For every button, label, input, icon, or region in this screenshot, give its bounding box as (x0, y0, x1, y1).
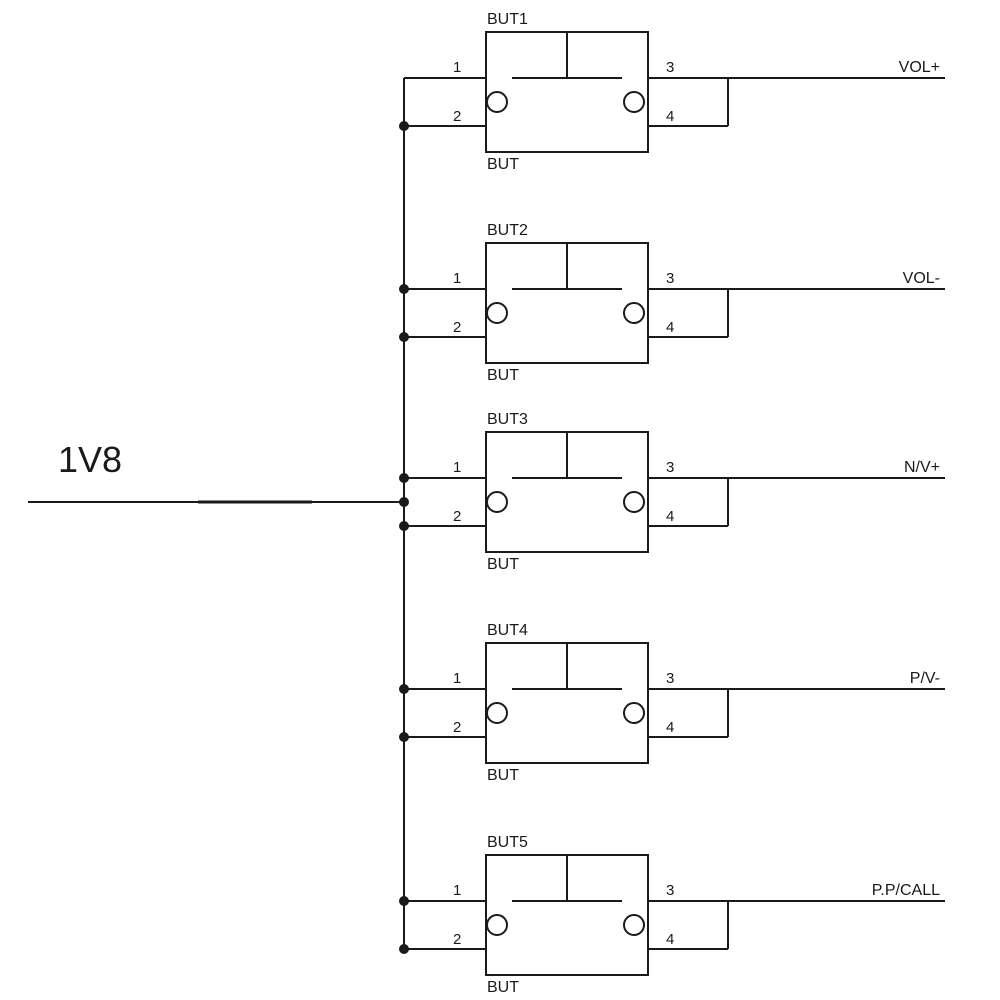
pin-number-2: 2 (453, 319, 461, 336)
switch-type-label: BUT (487, 556, 519, 573)
switch-contact-right (623, 302, 645, 324)
switch-contact-left (486, 914, 508, 936)
switch-contact-left (486, 702, 508, 724)
pin-number-3: 3 (666, 670, 674, 687)
pin-number-2: 2 (453, 931, 461, 948)
pin-number-4: 4 (666, 108, 674, 125)
net-label: P/V- (910, 670, 940, 687)
pin-1-junction-dot (399, 284, 409, 294)
pin-number-1: 1 (453, 459, 461, 476)
switch-ref-label: BUT5 (487, 834, 528, 851)
switch-ref-label: BUT1 (487, 11, 528, 28)
pin-number-2: 2 (453, 108, 461, 125)
rail-label: 1V8 (58, 439, 122, 480)
pin-1-junction-dot (399, 473, 409, 483)
pin-number-1: 1 (453, 270, 461, 287)
switch-contact-right (623, 91, 645, 113)
pin-2-junction-dot (399, 732, 409, 742)
switch-contact-left (486, 91, 508, 113)
switch-type-label: BUT (487, 367, 519, 384)
pin-number-2: 2 (453, 508, 461, 525)
pin-2-junction-dot (399, 521, 409, 531)
pin-number-1: 1 (453, 59, 461, 76)
switch-contact-right (623, 702, 645, 724)
pin-1-junction-dot (399, 896, 409, 906)
switch-type-label: BUT (487, 767, 519, 784)
pin-2-junction-dot (399, 121, 409, 131)
switch-ref-label: BUT3 (487, 411, 528, 428)
pin-number-3: 3 (666, 270, 674, 287)
switch-type-label: BUT (487, 979, 519, 996)
pin-2-junction-dot (399, 944, 409, 954)
pin-number-2: 2 (453, 719, 461, 736)
pin-number-1: 1 (453, 882, 461, 899)
switch-ref-label: BUT4 (487, 622, 528, 639)
pin-number-4: 4 (666, 319, 674, 336)
pin-2-junction-dot (399, 332, 409, 342)
pin-number-4: 4 (666, 931, 674, 948)
switch-type-label: BUT (487, 156, 519, 173)
net-label: N/V+ (904, 459, 940, 476)
net-label: VOL+ (899, 59, 940, 76)
switch-contact-right (623, 491, 645, 513)
net-label: P.P/CALL (872, 882, 940, 899)
pin-1-junction-dot (399, 684, 409, 694)
pin-number-3: 3 (666, 59, 674, 76)
rail-junction-dot (399, 497, 409, 507)
pin-number-1: 1 (453, 670, 461, 687)
switch-ref-label: BUT2 (487, 222, 528, 239)
pin-number-4: 4 (666, 719, 674, 736)
pin-number-3: 3 (666, 882, 674, 899)
switch-contact-right (623, 914, 645, 936)
switch-group: BUT1BUT1234VOL+BUT2BUT1234VOL-BUT3BUT123… (399, 11, 945, 996)
net-label: VOL- (903, 270, 940, 287)
switch-contact-left (486, 491, 508, 513)
pin-number-4: 4 (666, 508, 674, 525)
switch-contact-left (486, 302, 508, 324)
pin-number-3: 3 (666, 459, 674, 476)
